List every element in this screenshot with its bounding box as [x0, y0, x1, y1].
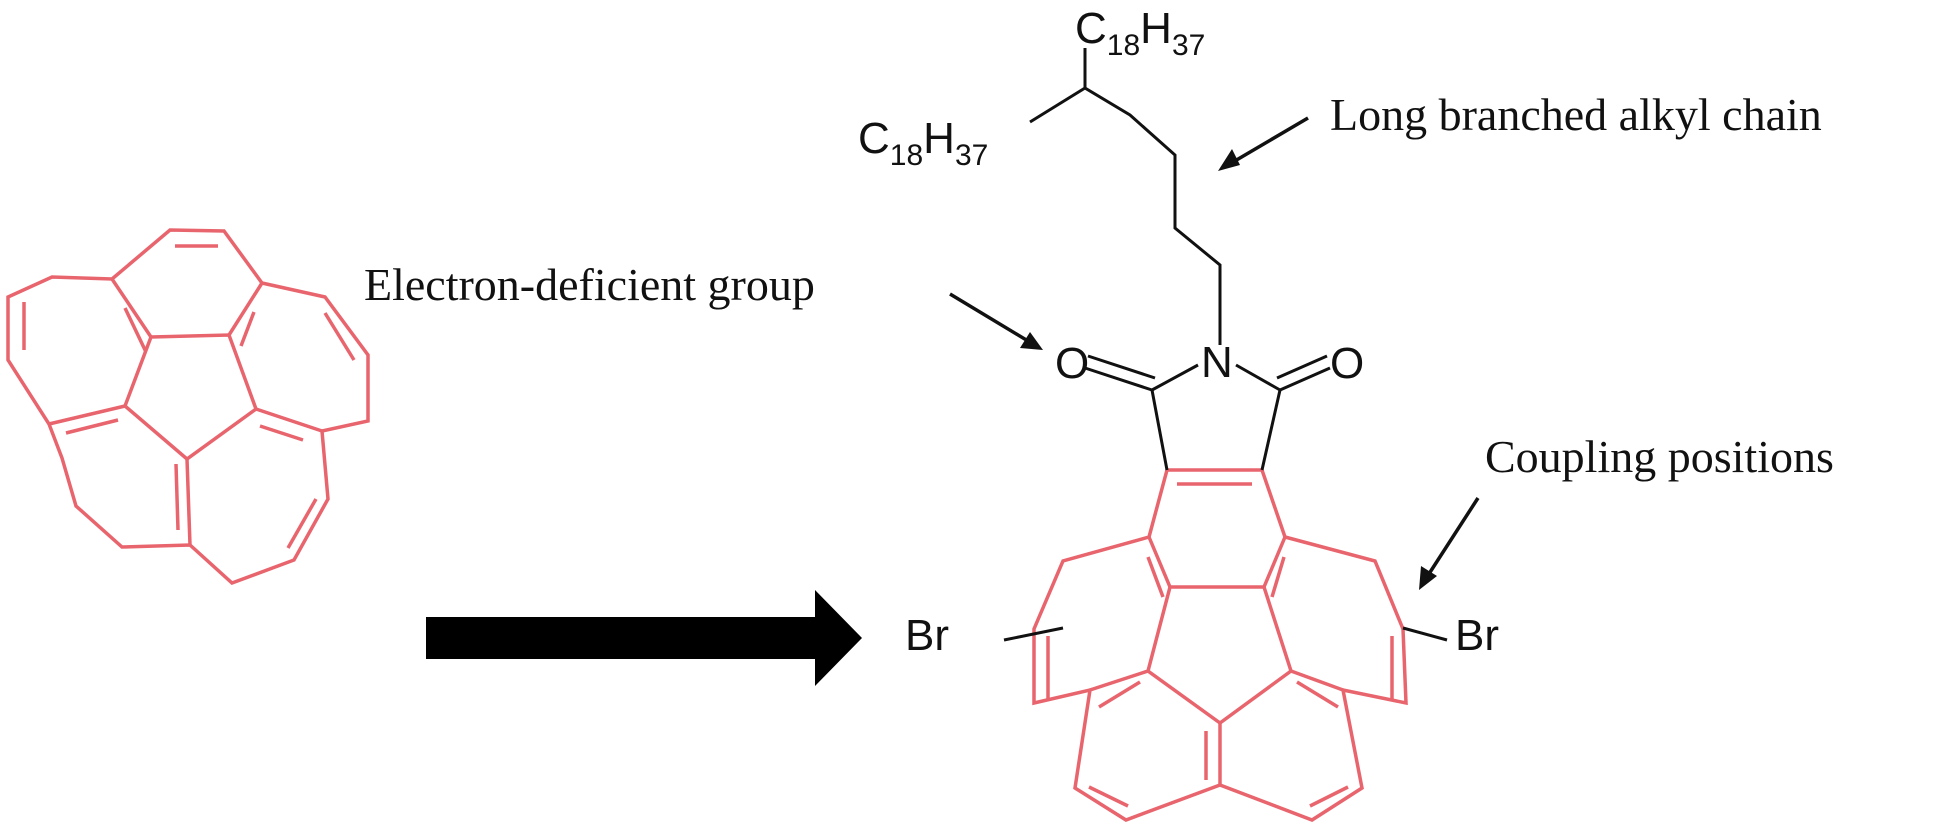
svg-text:C18H37: C18H37 [858, 114, 988, 172]
oxygen-atom-right: O [1330, 339, 1364, 388]
double-bond [123, 307, 148, 353]
double-bond [286, 498, 318, 549]
alkyl-chain-label: Long branched alkyl chain [1330, 89, 1822, 140]
product-rim [1032, 468, 1408, 822]
corannulene-rim [6, 228, 370, 586]
arrowhead [1020, 332, 1043, 350]
annotation-electron: Electron-deficient group [364, 259, 1043, 350]
electron-group-label: Electron-deficient group [364, 259, 815, 310]
spoke [1262, 536, 1287, 588]
double-bond [1146, 556, 1165, 598]
nitrogen-atom: N [1201, 338, 1233, 387]
double-bond [323, 312, 356, 361]
oxygen-atom-left: O [1055, 339, 1089, 388]
alkyl-formula-top: C18H37 [1075, 4, 1205, 62]
double-bond [65, 418, 119, 435]
double-bond [259, 424, 304, 442]
spoke [227, 282, 264, 336]
spoke [48, 404, 126, 426]
alkyl-formula-left: C18H37 [858, 114, 988, 172]
alkyl-chain [1029, 48, 1222, 345]
coupling-positions-label: Coupling positions [1485, 431, 1834, 482]
double-bond [1098, 680, 1141, 709]
double-bond [239, 311, 256, 347]
product-hub [1146, 585, 1294, 726]
annotation-coupling: Coupling positions [1419, 431, 1834, 590]
spoke [1147, 536, 1172, 588]
double-bond [1270, 556, 1286, 598]
spoke [185, 458, 192, 546]
bromine-atom-right: Br [1455, 611, 1499, 660]
corannulene-hub [122, 333, 259, 462]
bromine-atom-left: Br [905, 611, 949, 660]
arrowhead [1218, 149, 1240, 171]
imide-group [1084, 354, 1331, 471]
spoke [1290, 669, 1344, 692]
spoke [110, 278, 153, 338]
double-bond [1309, 785, 1349, 808]
carbonyl-left [1084, 366, 1153, 392]
product-core [1032, 468, 1408, 822]
spoke [1089, 669, 1149, 692]
product-molecule: N O O Br Br C18H37 C18H37 [858, 4, 1499, 822]
spoke [255, 407, 323, 433]
corannulene-molecule [6, 228, 370, 586]
carbonyl-right [1279, 366, 1331, 392]
carbonyl-right [1276, 354, 1328, 380]
svg-text:C18H37: C18H37 [1075, 4, 1205, 62]
double-bond [1088, 785, 1129, 808]
double-bond [174, 463, 180, 531]
annotation-alkyl: Long branched alkyl chain [1218, 89, 1822, 171]
reaction-arrow [426, 590, 862, 686]
carbonyl-left [1087, 354, 1156, 380]
bromine-bonds [1003, 626, 1448, 642]
double-bond [1296, 680, 1339, 709]
arrowhead [1419, 566, 1437, 590]
